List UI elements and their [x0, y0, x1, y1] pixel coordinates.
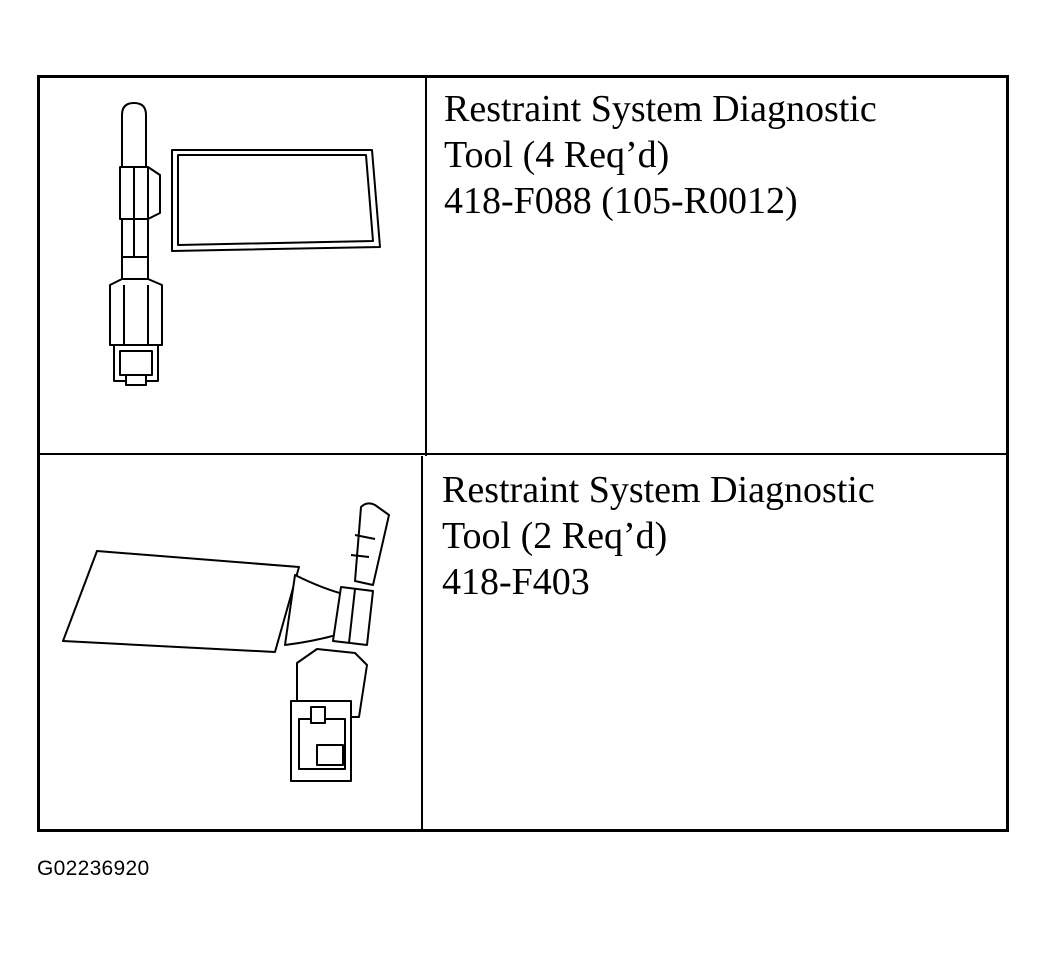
tool-name-line2: Tool (4 Req’d) — [444, 134, 670, 176]
tool-name-line2: Tool (2 Req’d) — [442, 515, 668, 557]
tool-description: Restraint System Diagnostic Tool (4 Req’… — [444, 86, 877, 224]
table-column-divider-bottom — [421, 456, 423, 830]
tool-description: Restraint System Diagnostic Tool (2 Req’… — [442, 467, 875, 605]
tool-name-line1: Restraint System Diagnostic — [444, 88, 877, 130]
tool-part-number: 418-F088 (105-R0012) — [444, 180, 798, 222]
table-row-divider — [40, 453, 1006, 455]
diagnostic-tool-vertical-connector-icon — [100, 95, 400, 400]
table-column-divider-top — [425, 78, 427, 456]
figure-code: G02236920 — [37, 857, 150, 880]
diagnostic-tool-angled-connector-icon — [55, 495, 405, 795]
tool-name-line1: Restraint System Diagnostic — [442, 469, 875, 511]
tool-part-number: 418-F403 — [442, 561, 590, 603]
